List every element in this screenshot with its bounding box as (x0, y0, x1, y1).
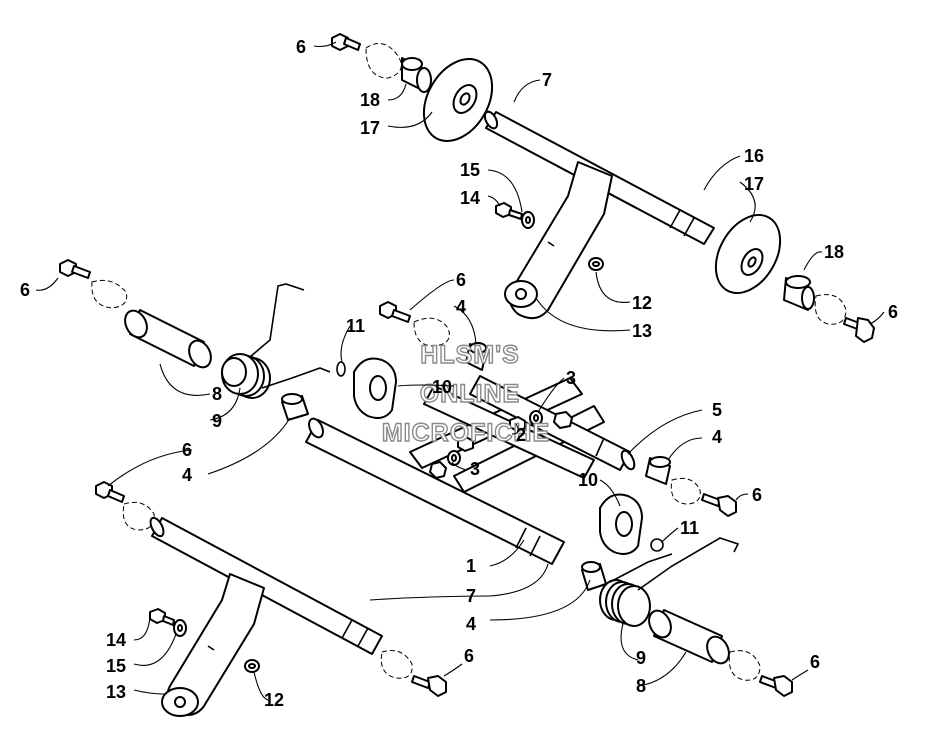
nut-part-12-lower (244, 659, 260, 673)
callout-18: 18 (824, 242, 844, 262)
upper-cross-shaft-assembly (331, 33, 875, 343)
callout-7: 7 (466, 586, 476, 606)
bolt-part-6-center (379, 301, 450, 347)
bushing-part-8-right (648, 609, 761, 681)
callout-7: 7 (542, 70, 552, 90)
swing-arm-part-13-lower (161, 573, 265, 717)
bolt-part-14-lower (149, 608, 175, 626)
washer-part-3 (429, 410, 573, 479)
callout-1: 1 (466, 556, 476, 576)
washer-part-15-lower (173, 619, 187, 637)
callout-17: 17 (360, 118, 380, 138)
swing-arm-part-13-top (504, 161, 613, 320)
leader-lines (35, 41, 885, 701)
callout-3: 3 (470, 459, 480, 479)
nut-part-12-top (588, 257, 604, 271)
bolt-part-6-bottom-center (411, 675, 447, 697)
bolt-part-2 (457, 416, 526, 452)
clip-part-11-left (336, 361, 346, 377)
clip-part-11-right (650, 538, 664, 552)
shaft-part-7-lower (149, 516, 413, 679)
stopper-block-part-10-left (353, 357, 397, 419)
callout-11: 11 (680, 518, 699, 538)
callout-2: 2 (516, 425, 526, 445)
callout-6: 6 (20, 280, 30, 300)
callout-10: 10 (432, 377, 452, 397)
callout-8: 8 (212, 384, 222, 404)
callout-16: 16 (744, 146, 764, 166)
callout-9: 9 (636, 648, 646, 668)
lower-frame-assembly (59, 259, 793, 717)
torsion-spring-part-9-right (599, 537, 740, 627)
torsion-spring-part-9-left (221, 283, 331, 399)
callout-15: 15 (460, 160, 480, 180)
callout-12: 12 (632, 293, 652, 313)
callout-11: 11 (346, 316, 365, 336)
bushing-part-4-right (645, 456, 701, 505)
idler-wheel-part-16-17-right (714, 214, 782, 294)
callout-14: 14 (460, 188, 480, 208)
watermark: HLSM'S ONLINE MICROFICHE (381, 340, 550, 447)
watermark-line-1: HLSM'S (420, 341, 519, 369)
callout-15: 15 (106, 656, 126, 676)
bolt-part-6-right (814, 294, 875, 343)
callout-6: 6 (296, 37, 306, 57)
callout-4: 4 (456, 297, 466, 317)
bolt-part-6-bottom-right (759, 675, 793, 697)
bushing-part-4-center (465, 342, 487, 371)
washer-part-15-top (521, 211, 535, 229)
bushing-part-18-top (401, 57, 432, 93)
callout-12: 12 (264, 690, 284, 710)
bolt-part-6-lower-left (95, 481, 155, 531)
stopper-block-part-10-right (599, 493, 643, 555)
bushing-part-18-right (783, 275, 815, 311)
callout-3: 3 (566, 368, 576, 388)
bushing-part-4-lower (581, 561, 607, 591)
callout-18: 18 (360, 90, 380, 110)
callout-6: 6 (464, 646, 474, 666)
watermark-line-2: ONLINE (420, 380, 520, 408)
watermark-line-3: MICROFICHE (382, 419, 550, 447)
callout-6: 6 (752, 485, 762, 505)
callout-4: 4 (466, 614, 476, 634)
shaft-part-5 (469, 375, 636, 471)
callout-6: 6 (810, 652, 820, 672)
callout-labels: 6 18 17 7 16 17 18 6 15 14 12 13 6 8 9 6… (20, 37, 898, 710)
bolt-part-14-top (495, 202, 523, 220)
callout-4: 4 (712, 427, 722, 447)
callout-13: 13 (632, 321, 652, 341)
callout-13: 13 (106, 682, 126, 702)
callout-9: 9 (212, 411, 222, 431)
callout-6: 6 (888, 302, 898, 322)
bolt-part-6-right-mid (701, 493, 737, 517)
callout-8: 8 (636, 676, 646, 696)
callout-14: 14 (106, 630, 126, 650)
bolt-part-6-left (59, 259, 128, 309)
callout-17: 17 (744, 174, 764, 194)
callout-10: 10 (578, 470, 598, 490)
callout-6: 6 (182, 440, 192, 460)
callout-6: 6 (456, 270, 466, 290)
callout-4: 4 (182, 465, 192, 485)
idler-wheel-part-17-top (422, 58, 494, 142)
callout-5: 5 (712, 400, 722, 420)
bushing-part-4-left (281, 393, 309, 421)
bolt-part-6-top (331, 33, 402, 79)
bushing-part-8-left (124, 309, 212, 369)
